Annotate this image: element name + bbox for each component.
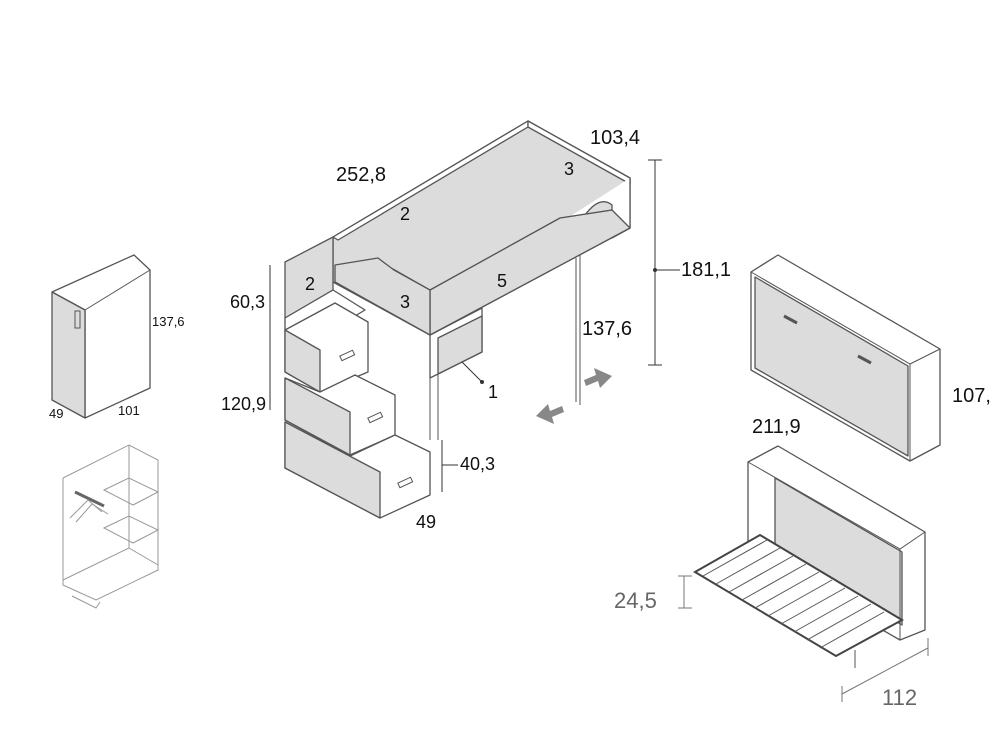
part-5-label: 5 [497, 271, 507, 291]
leg-height-label: 24,5 [614, 588, 657, 613]
part-3-head-label: 3 [564, 159, 574, 179]
loft-total-height-label: 181,1 [681, 259, 731, 281]
wardrobe-interior [62, 444, 160, 609]
part-2-side-label: 2 [305, 274, 315, 294]
arrow-left-icon [536, 404, 564, 424]
hanging-rail [74, 490, 105, 508]
stair-height-label: 120,9 [221, 394, 266, 414]
stair-top-label: 60,3 [230, 292, 265, 312]
bed-slats [702, 539, 885, 649]
drawer-handle-icon [367, 411, 384, 424]
wardrobe-width-label: 101 [118, 403, 140, 418]
wall-bed-width-label: 211,9 [752, 416, 801, 438]
stair-depth-label: 49 [416, 512, 436, 532]
handle-icon [74, 310, 81, 329]
wardrobe-closed [51, 254, 151, 419]
step-height-label: 40,3 [460, 454, 495, 474]
wardrobe-height-label: 137,6 [152, 314, 185, 329]
handle-icon [783, 314, 798, 325]
part-2-back-label: 2 [400, 204, 410, 224]
wall-bed-height-label: 107, [952, 385, 991, 407]
loft-bed [284, 120, 631, 519]
part-3-foot-label: 3 [400, 292, 410, 312]
handle-icon [857, 354, 872, 365]
wall-bed-closed [750, 254, 941, 462]
drawer-handle-icon [397, 476, 414, 489]
loft-under-height-label: 137,6 [582, 318, 632, 340]
wall-bed-open [693, 445, 926, 668]
arrow-right-icon [584, 368, 612, 388]
loft-length-label: 252,8 [336, 164, 386, 186]
part-1-label: 1 [488, 382, 498, 402]
wardrobe-depth-label: 49 [49, 406, 63, 421]
loft-depth-label: 103,4 [590, 127, 640, 149]
wall-bed-depth-label: 112 [882, 685, 917, 710]
drawer-handle-icon [339, 349, 356, 362]
